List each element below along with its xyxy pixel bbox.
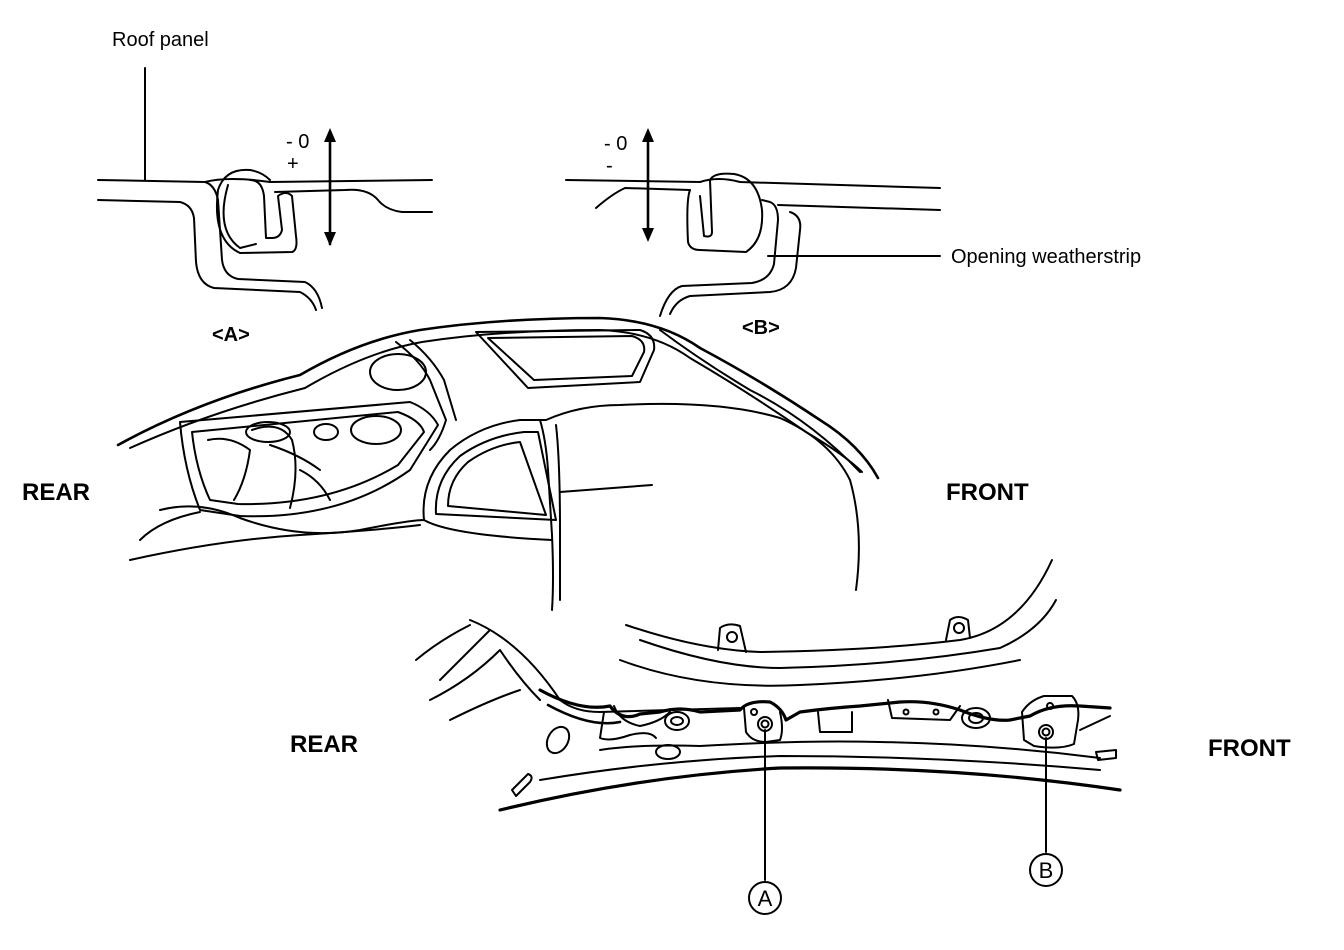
rear-seat-area — [179, 401, 439, 518]
door-window — [434, 431, 557, 521]
roof-rail-detail — [415, 559, 1122, 812]
front-label-lower: FRONT — [1208, 735, 1291, 762]
section-b-detail: - 0 - <B> — [565, 128, 941, 339]
section-a-label: <A> — [212, 324, 250, 346]
section-b-label: <B> — [742, 317, 780, 339]
arrow-up-b — [642, 128, 654, 142]
callout-a-letter: A — [758, 886, 773, 911]
opening-weatherstrip-label: Opening weatherstrip — [951, 246, 1141, 268]
rear-label-upper: REAR — [22, 479, 90, 506]
sunroof — [475, 329, 656, 389]
callout-a-circle — [748, 881, 782, 915]
front-label-upper: FRONT — [946, 479, 1029, 506]
door-opening — [422, 402, 860, 591]
car-body-outline — [116, 316, 880, 611]
arrow-up-a — [324, 128, 336, 142]
arrow-down-b — [642, 228, 654, 242]
tolerance-a-lower: + — [287, 153, 299, 175]
arrow-down-a — [324, 232, 336, 246]
rear-label-lower: REAR — [290, 731, 358, 758]
tolerance-b-lower: - — [606, 155, 613, 177]
callout-b-circle — [1029, 853, 1063, 887]
section-a-detail: - 0 + <A> — [97, 128, 433, 346]
callout-b-letter: B — [1039, 858, 1054, 883]
tolerance-b-upper: - 0 — [604, 133, 627, 155]
roof-panel-label: Roof panel — [112, 29, 209, 51]
tolerance-a-upper: - 0 — [286, 131, 309, 153]
